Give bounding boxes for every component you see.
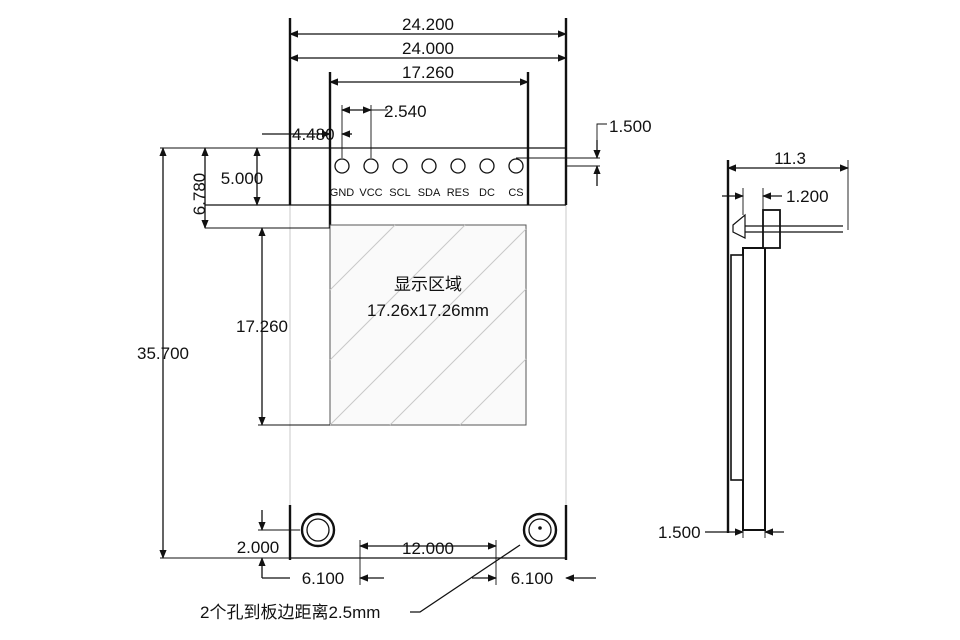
pin-label: GND (330, 187, 355, 199)
pin-pad-leader (596, 123, 607, 140)
dim-pin-pad-offset: 1.500 (609, 117, 652, 136)
pin-hole-res (450, 158, 466, 174)
dim-hole-right: 6.100 (511, 569, 554, 588)
dim-hole-left: 6.100 (302, 569, 345, 588)
mount-hole-right-center (538, 526, 542, 530)
side-board (742, 247, 766, 531)
hole-note: 2个孔到板边距离2.5mm (200, 603, 380, 622)
dim-header-offset: 4.480 (292, 125, 335, 144)
mount-hole-right (522, 512, 558, 548)
display-size: 17.26x17.26mm (367, 301, 489, 320)
display-hatching (329, 224, 527, 426)
side-header-block (762, 209, 781, 249)
dim-header-height: 5.000 (221, 169, 264, 188)
dim-hole-vertical: 2.000 (237, 538, 280, 557)
pin-label: VCC (359, 187, 382, 199)
side-display-layer (730, 254, 744, 481)
side-pin-bend (732, 213, 746, 239)
hole-note-leader (410, 544, 521, 613)
pin-hole-sda (421, 158, 437, 174)
side-view: 11.3 1.200 1.500 (658, 149, 849, 542)
dim-board-height: 35.700 (137, 344, 189, 363)
pin-hole-vcc (363, 158, 379, 174)
dim-display-top-offset: 6.780 (190, 173, 209, 216)
front-view: 显示区域 17.26x17.26mm GND VCC SCL SDA RES D… (137, 15, 652, 622)
pin-hole-dc (479, 158, 495, 174)
mount-hole-left (300, 512, 336, 548)
pin-row: GND VCC SCL SDA RES DC CS (330, 158, 524, 199)
pin-label: SCL (389, 187, 410, 199)
mount-hole-right-inner (528, 518, 552, 542)
pin-label: SDA (418, 187, 441, 199)
dim-pin-pitch: 2.540 (384, 102, 427, 121)
dim-hole-spacing: 12.000 (402, 539, 454, 558)
pin-label: RES (447, 187, 470, 199)
dim-side-board: 1.500 (658, 523, 701, 542)
mount-hole-left-inner (306, 518, 330, 542)
dim-total-width: 24.000 (402, 39, 454, 58)
pin-hole-gnd (334, 158, 350, 174)
pin-hole-scl (392, 158, 408, 174)
dim-side-pin: 1.200 (786, 187, 829, 206)
pin-hole-cs (508, 158, 524, 174)
display-title: 显示区域 (394, 275, 462, 294)
dim-side-depth: 11.3 (774, 149, 806, 168)
pin-label: CS (508, 187, 523, 199)
dim-display-height: 17.260 (236, 317, 288, 336)
dim-header-span: 17.260 (402, 63, 454, 82)
dim-total-width-outer: 24.200 (402, 15, 454, 34)
pin-label: DC (479, 187, 495, 199)
